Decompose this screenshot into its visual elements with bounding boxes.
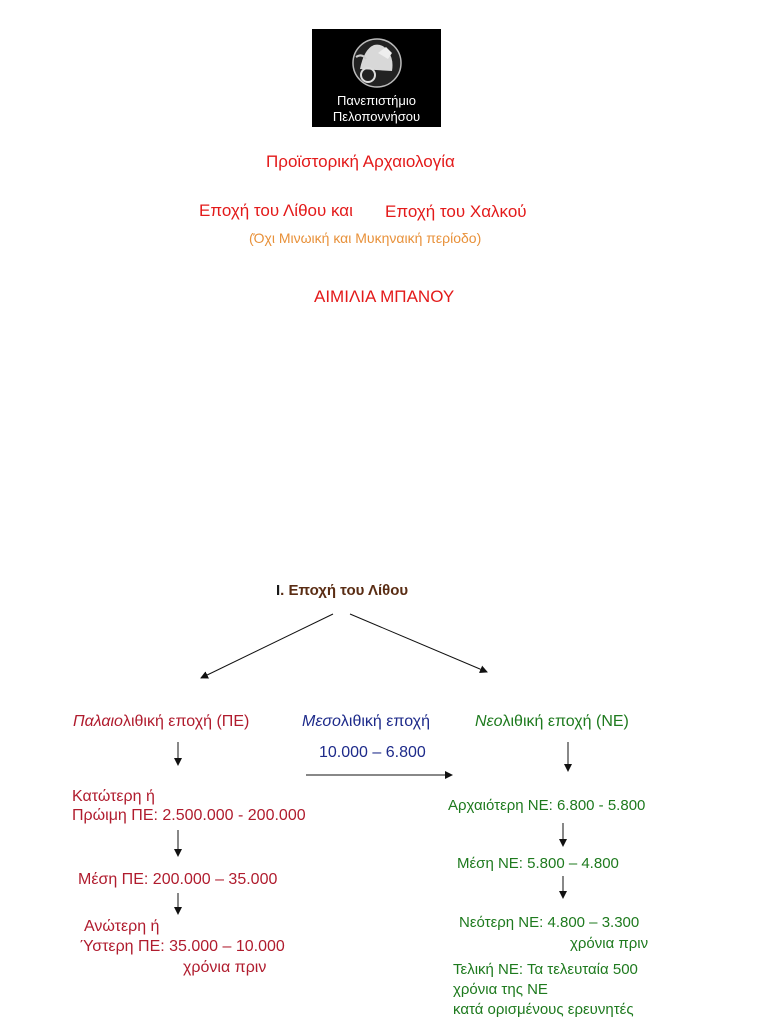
logo-line-2: Πελοποννήσου [332, 109, 421, 124]
section-number: I [276, 582, 281, 599]
neolithic-final-line-3: κατά ορισμένους ερευνητές [453, 1001, 634, 1018]
neolithic-early: Αρχαιότερη ΝΕ: 6.800 - 5.800 [448, 797, 646, 814]
neolithic-final-line-2: χρόνια της ΝΕ [453, 981, 548, 998]
paleolithic-title: Παλαιολιθική εποχή (ΠΕ) [73, 713, 249, 731]
chariot-emblem-icon [352, 38, 402, 88]
mesolithic-title-prefix: Μεσο [302, 713, 341, 730]
section-heading: I. Εποχή του Λίθου [276, 582, 408, 599]
neolithic-title-rest: λιθική εποχή (ΝΕ) [502, 713, 629, 730]
paleolithic-title-prefix: Παλαιο [73, 713, 123, 730]
subtitle-bronze-age: Εποχή του Χαλκού [385, 202, 527, 221]
section-title: . Εποχή του Λίθου [280, 582, 409, 599]
paleolithic-upper-suffix: χρόνια πριν [183, 959, 267, 976]
subtitle-stone-age: Εποχή του Λίθου και [199, 201, 353, 220]
neolithic-middle: Μέση ΝΕ: 5.800 – 4.800 [457, 855, 619, 872]
neolithic-late-range: Νεότερη ΝΕ: 4.800 – 3.300 [459, 914, 640, 931]
neolithic-final-line-1: Τελική ΝΕ: Τα τελευταία 500 [453, 961, 638, 978]
course-title: Προϊστορική Αρχαιολογία [266, 152, 455, 171]
university-logo: Πανεπιστήμιο Πελοποννήσου [312, 29, 441, 127]
logo-line-1: Πανεπιστήμιο [336, 93, 417, 108]
neolithic-title: Νεολιθική εποχή (ΝΕ) [475, 713, 629, 731]
neolithic-late-suffix: χρόνια πριν [570, 935, 649, 952]
neolithic-title-prefix: Νεο [475, 713, 503, 730]
mesolithic-title: Μεσολιθική εποχή [302, 713, 430, 731]
author-name: ΑΙΜΙΛΙΑ ΜΠΑΝΟΥ [314, 287, 455, 306]
paleolithic-upper-label: Ανώτερη ή [84, 918, 160, 935]
paleolithic-lower-label: Κατώτερη ή [72, 788, 155, 805]
paleolithic-middle: Μέση ΠΕ: 200.000 – 35.000 [78, 871, 278, 888]
paleolithic-upper-range: Ύστερη ΠΕ: 35.000 – 10.000 [80, 938, 285, 955]
paleolithic-title-rest: λιθική εποχή (ΠΕ) [122, 713, 250, 730]
mesolithic-title-rest: λιθική εποχή [340, 713, 430, 730]
period-note: (Όχι Μινωική και Μυκηναική περίοδο) [249, 230, 482, 246]
paleolithic-lower-range: Πρώιμη ΠΕ: 2.500.000 - 200.000 [72, 807, 306, 824]
mesolithic-range: 10.000 – 6.800 [319, 744, 426, 761]
